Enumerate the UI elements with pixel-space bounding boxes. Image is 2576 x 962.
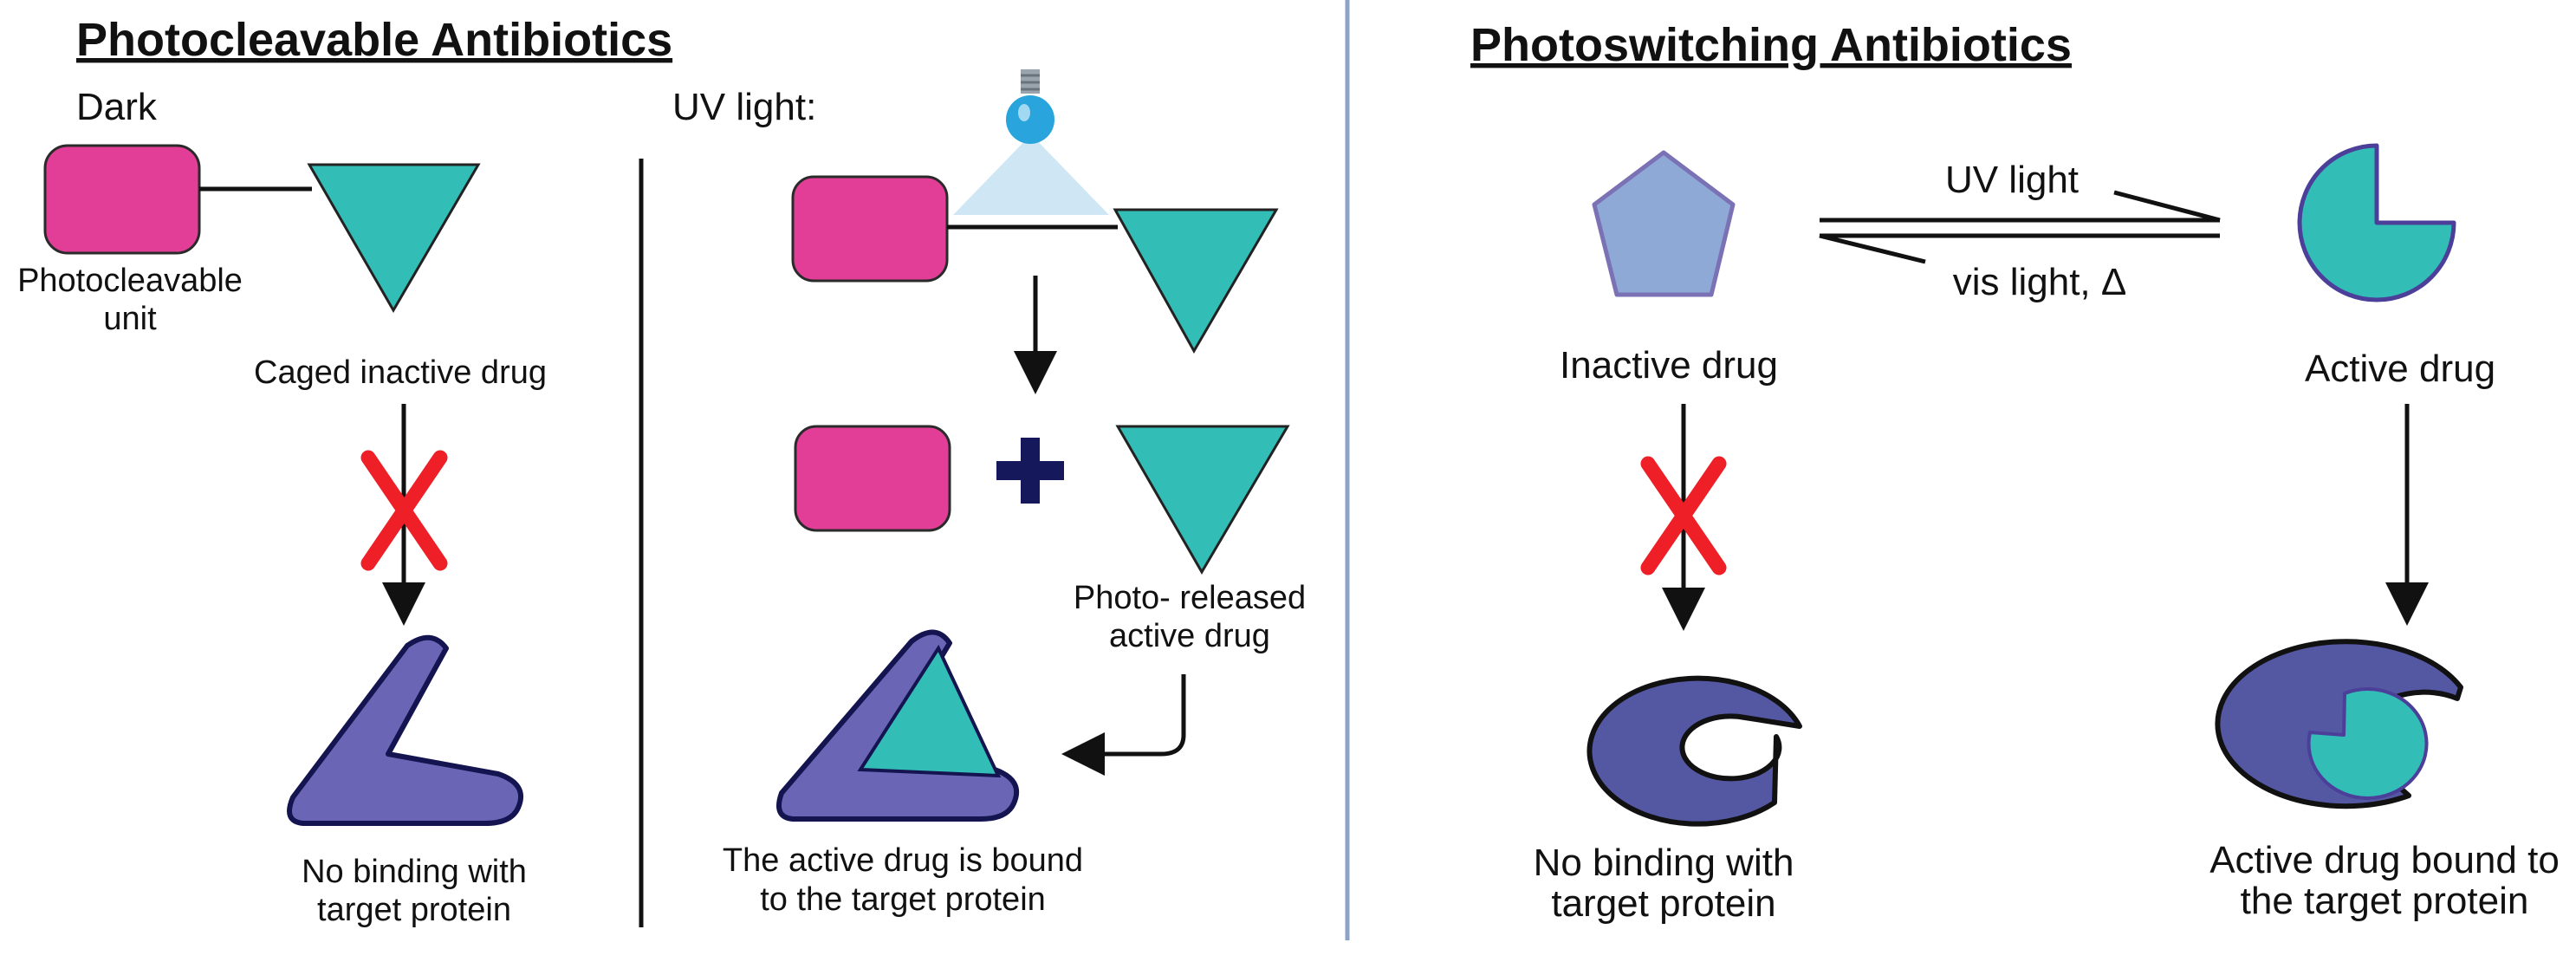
photocleavable-unit (43, 144, 201, 255)
binding-arrow (1061, 674, 1186, 776)
cross-icon (360, 450, 448, 571)
uv-light-switch-label: UV light (1945, 159, 2079, 201)
light-bulb-icon (1006, 69, 1054, 144)
caged-drug-triangle (307, 163, 481, 313)
vis-light-switch-label: vis light, Δ (1953, 261, 2127, 303)
no-binding-left-1: No binding with (302, 854, 527, 890)
no-binding-right-2: target protein (1551, 882, 1775, 925)
no-binding-left-2: target protein (317, 892, 511, 928)
light-beam (953, 134, 1109, 215)
released-drug-triangle (1115, 425, 1290, 575)
active-drug-label: Active drug (2305, 348, 2495, 390)
title-photoswitching: Photoswitching Antibiotics (1470, 19, 2072, 71)
caged-drug-label: Caged inactive drug (254, 354, 547, 391)
dark-label: Dark (76, 86, 158, 128)
photo-released-label-1: Photo- released (1074, 580, 1306, 616)
bound-drug-pacman (2307, 687, 2429, 800)
released-unit (794, 425, 951, 532)
inactive-drug-label: Inactive drug (1560, 344, 1778, 387)
bound-label-1: The active drug is bound (723, 842, 1083, 879)
active-drug-pacman (2297, 143, 2456, 302)
bound-right-label-1: Active drug bound to (2209, 839, 2560, 881)
target-protein-c (1586, 675, 1802, 827)
no-binding-right-1: No binding with (1534, 842, 1794, 884)
photocleavable-unit-label-1: Photocleavable (17, 263, 243, 299)
target-protein-l (287, 634, 524, 826)
inactive-drug-pentagon (1592, 150, 1736, 297)
plus-icon (996, 438, 1064, 504)
photocleavable-unit-uv (791, 175, 949, 283)
drug-triangle-uv (1113, 208, 1279, 354)
bound-label-2: to the target protein (760, 881, 1046, 918)
bound-right-label-2: the target protein (2241, 880, 2529, 922)
equilibrium-arrows (1819, 190, 2221, 264)
uv-light-label: UV light: (672, 86, 816, 128)
bound-drug-triangle (857, 644, 1002, 778)
cross-icon-right (1640, 456, 1727, 575)
photocleavable-unit-label-2: unit (103, 301, 157, 337)
title-photocleavable: Photocleavable Antibiotics (76, 14, 672, 66)
photo-released-label-2: active drug (1109, 618, 1270, 654)
